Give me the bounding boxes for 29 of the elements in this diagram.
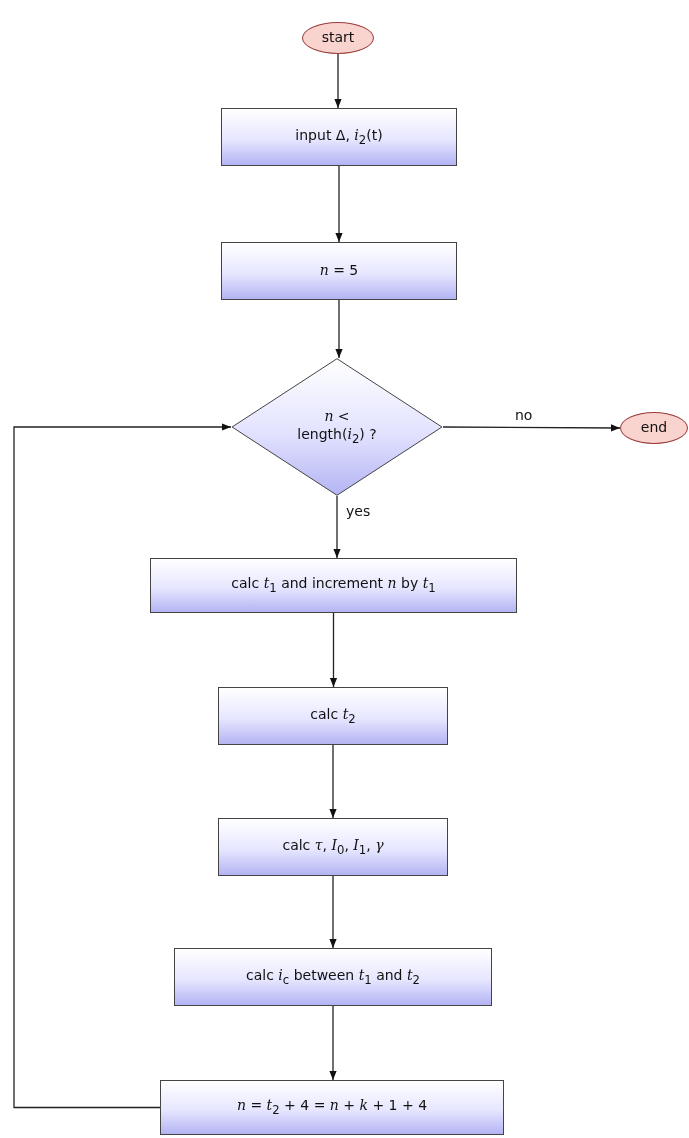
step-text: n < length(i$_{2}$) ? [296, 408, 378, 446]
arrow [335, 165, 343, 243]
arrow [442, 424, 621, 432]
arrow [13, 423, 232, 1109]
arrow [329, 1005, 337, 1081]
step-text: n = t$_{2}$ + 4 = n + k + 1 + 4 [236, 1097, 428, 1118]
step-text: n = 5 [319, 262, 359, 280]
step-text: input Δ, i$_{2}$(t) [295, 126, 383, 148]
step-text: calc t$_{1}$ and increment n by t$_{1}$ [231, 575, 436, 596]
terminal-label: end [640, 419, 668, 437]
step-text: calc τ, I$_{0}$, I$_{1}$, γ [282, 836, 384, 858]
step-text: calc t$_{2}$ [310, 705, 356, 727]
process-box [218, 818, 448, 876]
process-box [174, 948, 492, 1006]
arrow [333, 495, 341, 559]
arrow [334, 53, 342, 109]
arrow [335, 299, 343, 359]
process-box [221, 242, 457, 300]
step-text: calc i$_{c}$ between t$_{1}$ and t$_{2}$ [245, 966, 421, 988]
process-box [150, 558, 517, 613]
arrow [329, 744, 337, 819]
terminal-oval [620, 412, 688, 444]
arrow [329, 612, 338, 688]
arrow [329, 875, 337, 949]
terminal-label: start [321, 29, 355, 47]
decision-diamond [231, 358, 443, 496]
process-box [218, 687, 448, 745]
process-box [160, 1080, 504, 1135]
process-box [221, 108, 457, 166]
